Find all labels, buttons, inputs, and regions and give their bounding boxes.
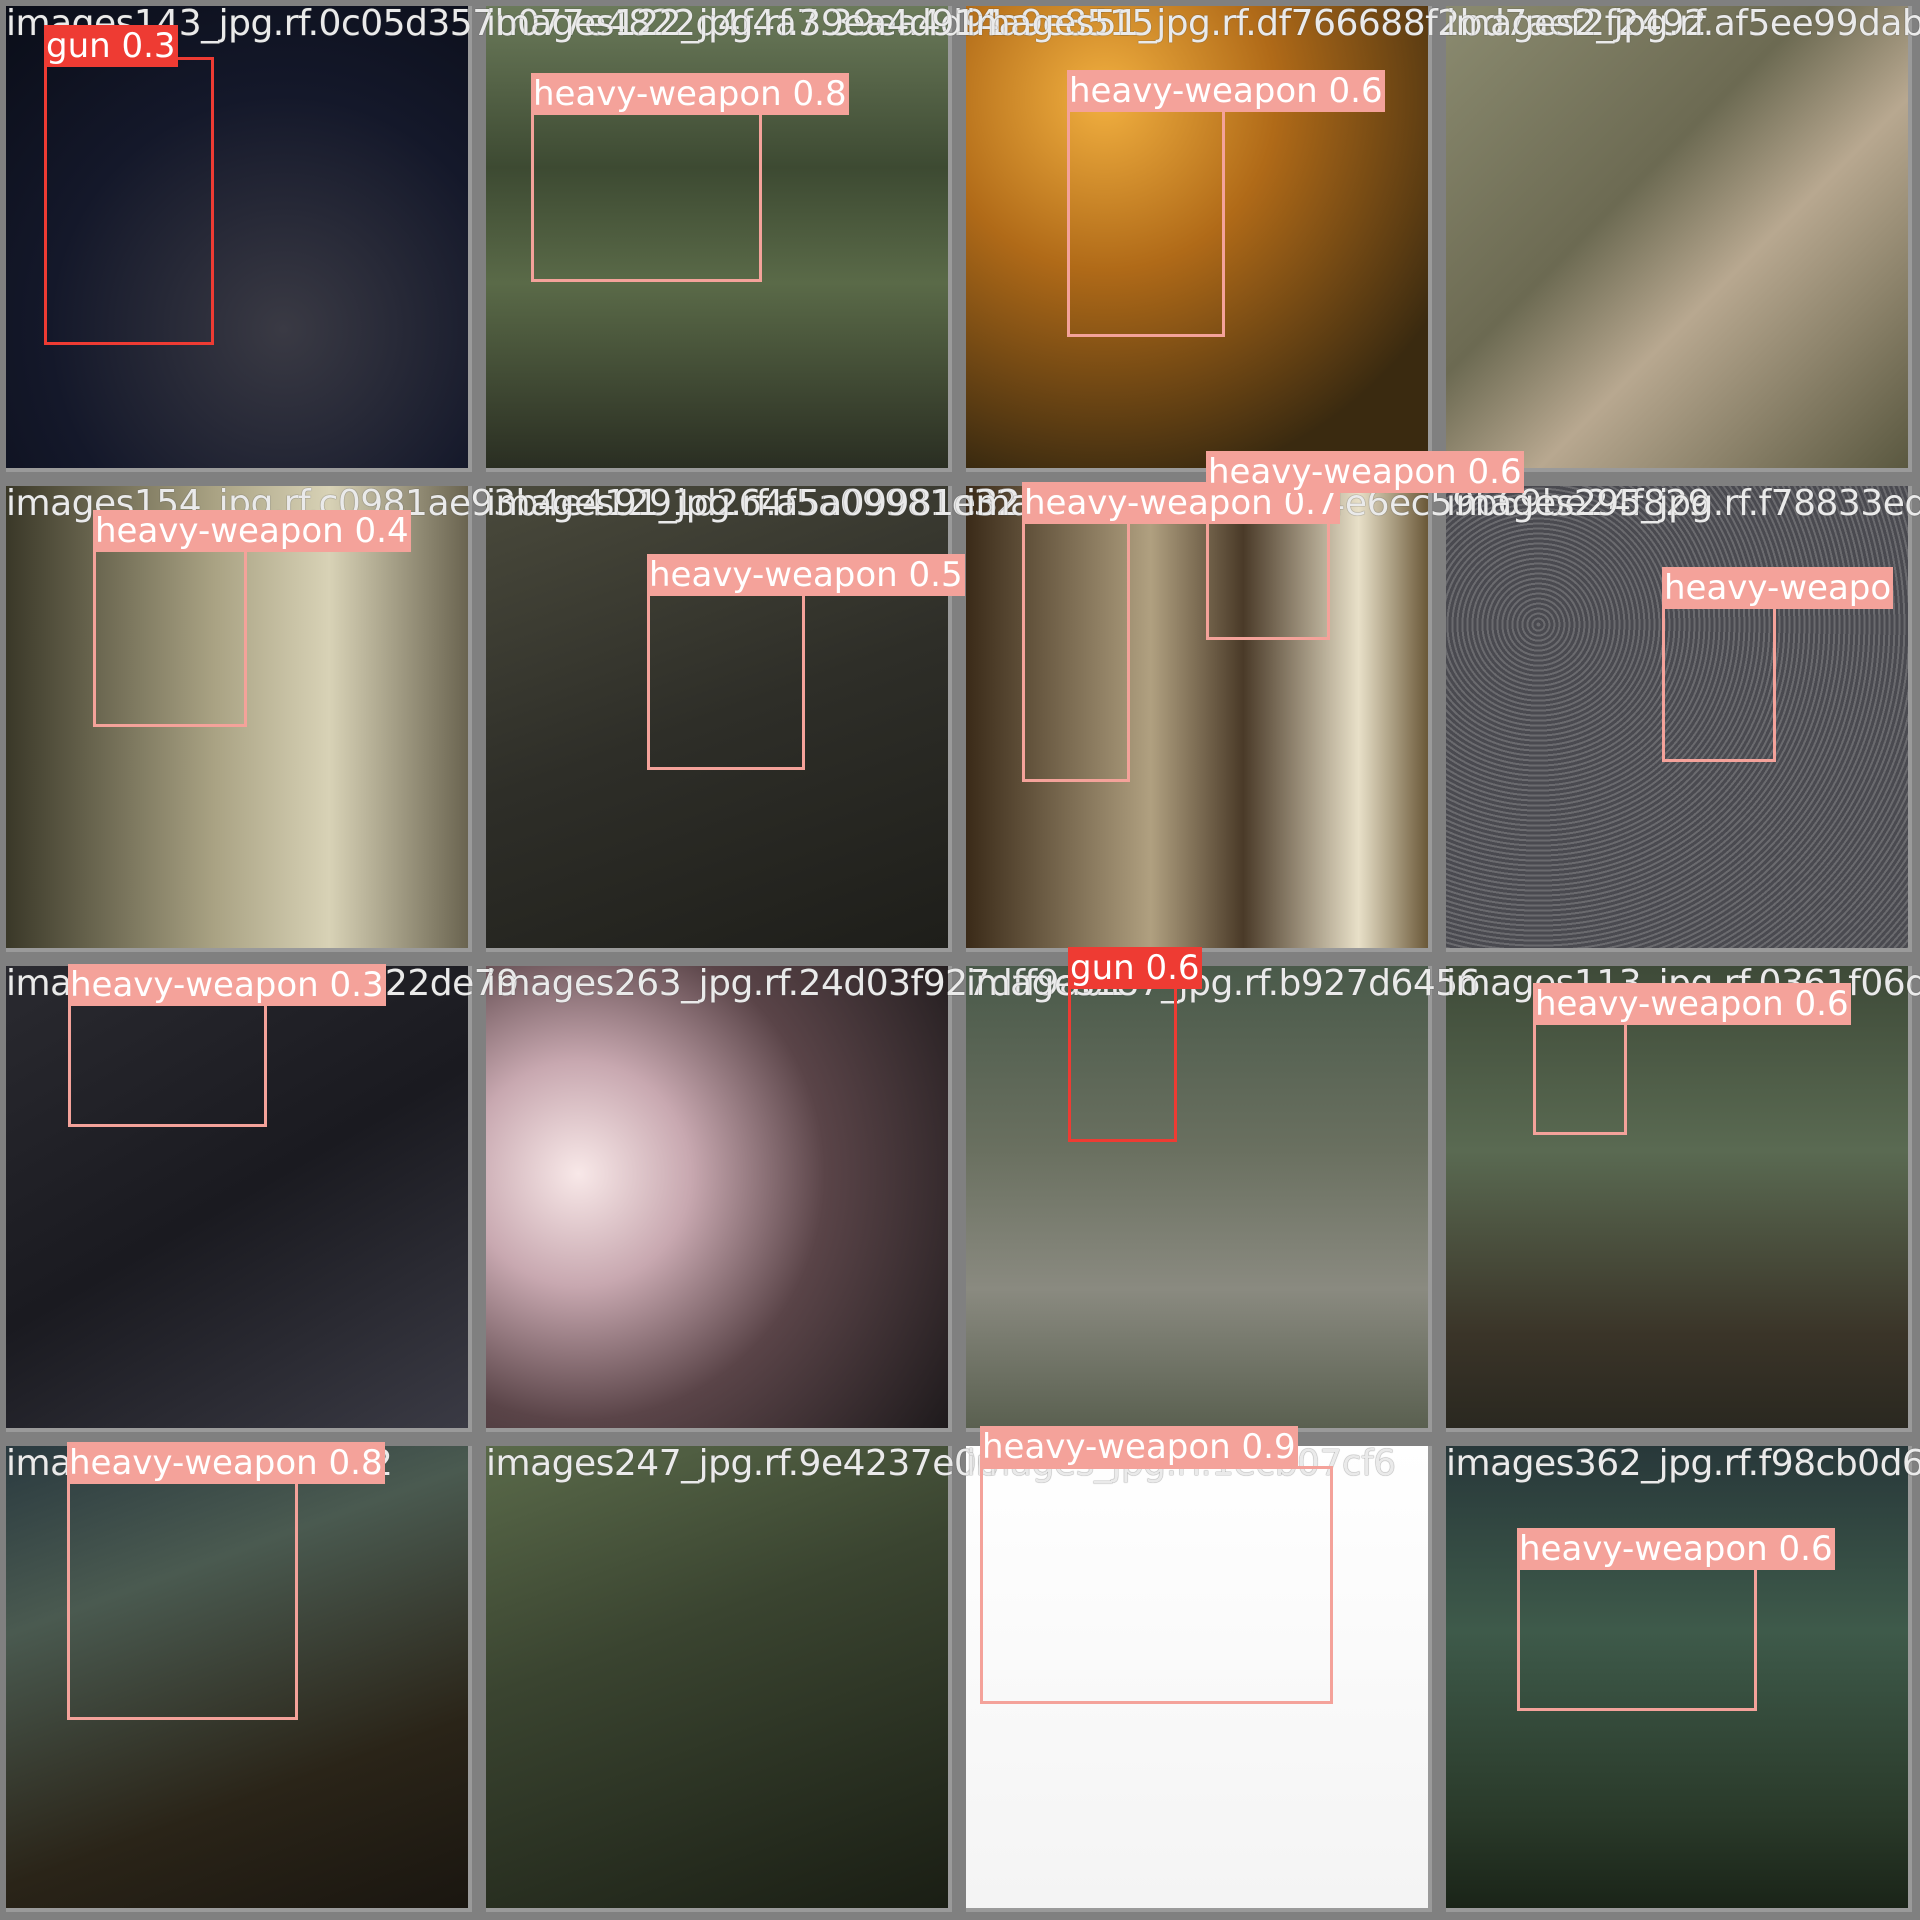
detection-box xyxy=(1068,982,1177,1142)
detection-label: heavy-weapon 0.6 xyxy=(1206,451,1524,493)
tile-filename: images263_jpg.rf.24d03f927dff9ab1 xyxy=(486,963,1126,1004)
tile-photo xyxy=(966,486,1432,952)
tile-filename: images187_jpg.rf.b927d6456 xyxy=(966,963,1481,1004)
tile-filename: images362_jpg.rf.f98cb0d6a xyxy=(1446,1443,1920,1484)
detection-box xyxy=(1206,510,1330,640)
tile-photo xyxy=(1446,486,1912,952)
tile-photo xyxy=(1446,1446,1912,1912)
tile-photo xyxy=(486,966,952,1432)
detection-label: heavy-weapon 0.9 xyxy=(980,1426,1298,1468)
detection-box xyxy=(1517,1562,1757,1711)
detection-label: heavy-weapon 0.8 xyxy=(67,1442,385,1484)
detection-label: heavy-weapo xyxy=(1662,567,1894,609)
detection-box xyxy=(67,1470,298,1720)
tile-photo xyxy=(6,486,472,952)
detection-box xyxy=(1022,515,1130,782)
image-tile: images143_jpg.rf.0c05d357b077e4822d4f4a7… xyxy=(0,0,1008,480)
tile-photo xyxy=(1446,6,1912,472)
detection-box xyxy=(531,108,762,282)
image-tile: images154_jpg.rf.c0981ae93b4e41291d264f5… xyxy=(0,480,1019,960)
image-tile: images122_jpg.rf.39ea4d914a9e8515 heavy-w… xyxy=(480,0,1154,480)
image-tile: images16_jpg.rf.2a7622de79heavy-weapon 0… xyxy=(0,960,519,1440)
detection-box xyxy=(980,1466,1333,1704)
image-tile: images263_jpg.rf.24d03f927dff9ab1 xyxy=(480,960,1126,1440)
tile-photo xyxy=(1446,966,1912,1432)
detection-box xyxy=(68,996,267,1127)
detection-label: heavy-weapon 0.3 xyxy=(68,964,386,1006)
tile-filename: images295_jpg.rf.f78833ede xyxy=(1446,483,1920,524)
image-tile: images2_jpg.rf.af5ee99dabc xyxy=(1440,0,1920,480)
image-tile: images113_jpg.rf.0361f06defheavy-weapon … xyxy=(1440,960,1920,1440)
image-tile: images267_jpg.rf.a64e6ec59b69be24f829hea… xyxy=(960,451,1711,960)
detection-label: heavy-weapon 0.6 xyxy=(1517,1528,1835,1570)
tile-photo xyxy=(966,966,1432,1432)
image-tile: images571b1d985f32heavy-weapon 0.8 xyxy=(0,1440,480,1920)
tile-filename: images122_jpg.rf.39ea4d914a9e8515 xyxy=(486,3,1154,44)
detection-label: gun 0.3 xyxy=(44,25,178,67)
detection-label: heavy-weapon 0.6 xyxy=(1067,70,1385,112)
tile-filename: images51_jpg.rf.df766688f2bd7aef2f2492 xyxy=(966,3,1707,44)
image-tile: images_jpg.rf.1ecb07cf6heavy-weapon 0.9 xyxy=(960,1426,1440,1920)
detection-box xyxy=(93,546,247,727)
tile-photo xyxy=(6,966,472,1432)
tile-photo xyxy=(486,1446,952,1912)
tile-photo xyxy=(966,1446,1432,1912)
detection-label: heavy-weapon 0.8 xyxy=(531,73,849,115)
image-tile: images247_jpg.rf.9e4237e06 xyxy=(480,1440,999,1920)
tile-filename: images247_jpg.rf.9e4237e06 xyxy=(486,1443,999,1484)
detection-label: heavy-weapon 0.6 xyxy=(1533,983,1851,1025)
image-tile: images362_jpg.rf.f98cb0d6a heavy-weapon 0… xyxy=(1440,1440,1920,1920)
detection-box xyxy=(44,57,214,345)
tile-photo xyxy=(6,6,472,472)
detection-label: heavy-weapon 0.5 xyxy=(647,554,965,596)
tile-photo xyxy=(6,1446,472,1912)
tile-filename: images2_jpg.rf.af5ee99dabc xyxy=(1446,3,1920,44)
detection-box xyxy=(1533,1017,1627,1135)
image-tile: images295_jpg.rf.f78833ede heavy-weapo xyxy=(1440,480,1920,960)
detection-label: gun 0.6 xyxy=(1068,947,1202,989)
detection-box xyxy=(1067,104,1225,337)
detection-label: heavy-weapon 0.4 xyxy=(93,510,411,552)
detection-box xyxy=(1662,599,1776,762)
detection-box xyxy=(647,588,805,770)
